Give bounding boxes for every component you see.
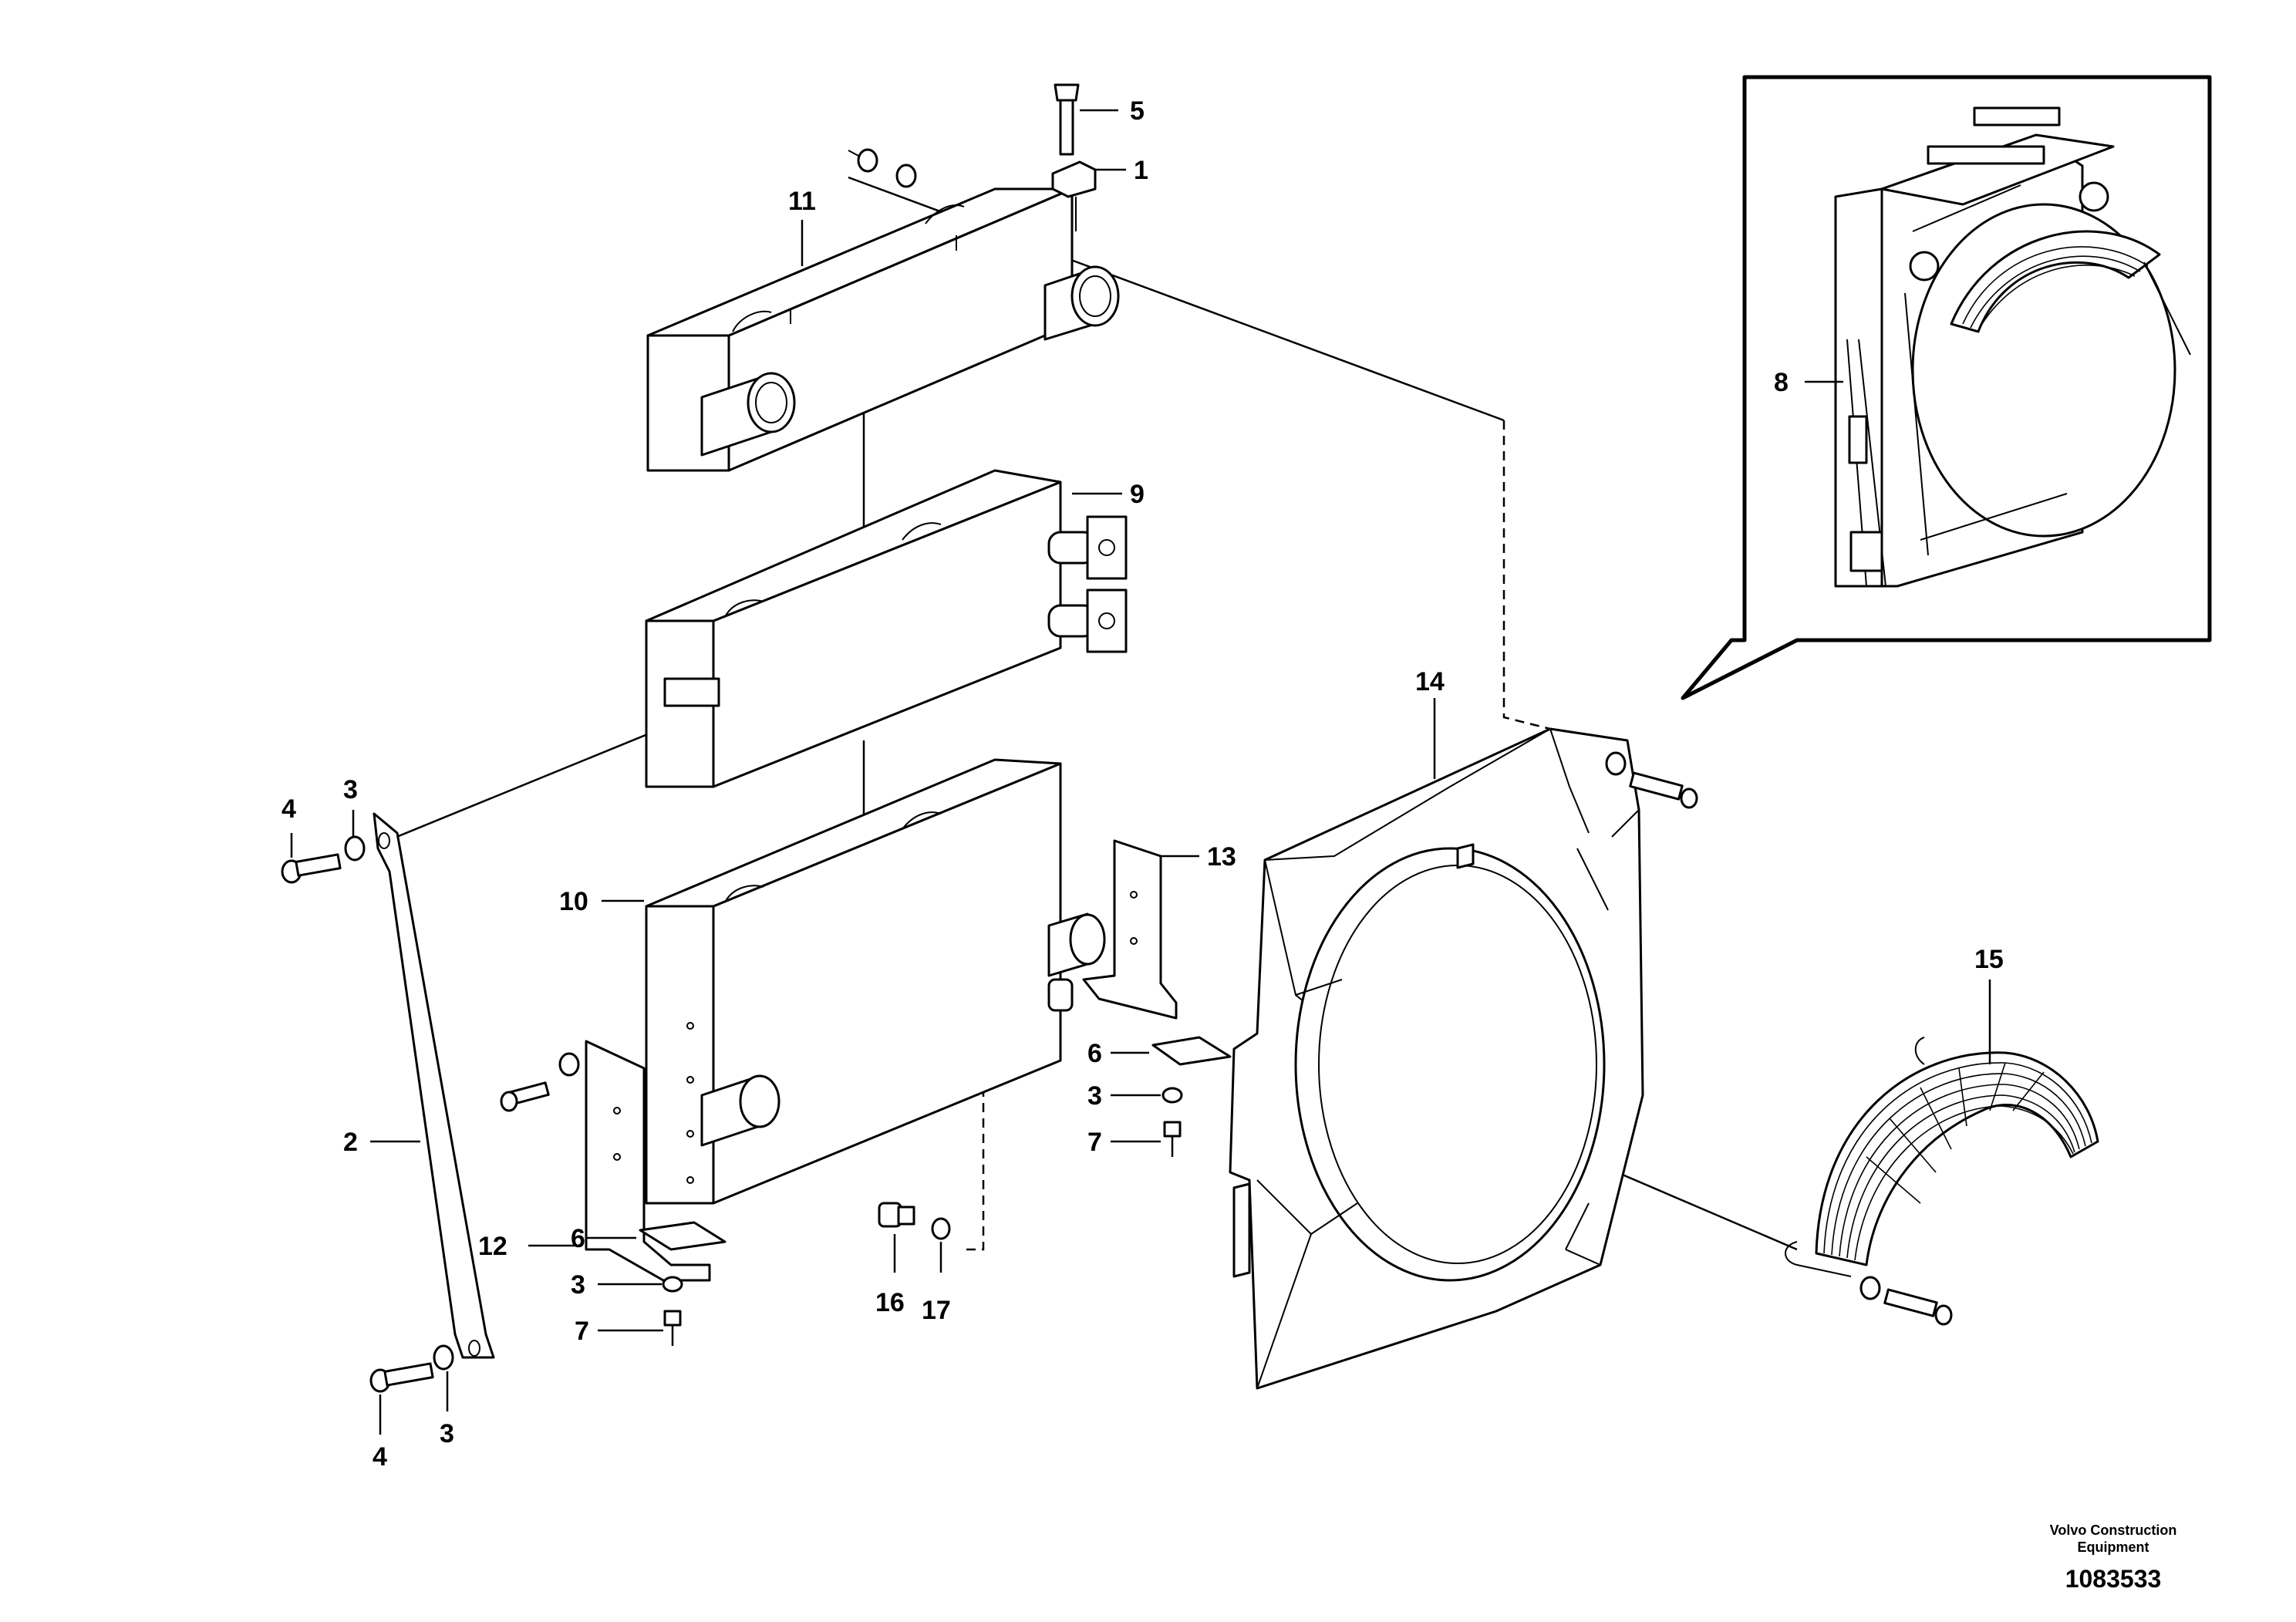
callout-3-upper: 3 [343,775,358,804]
callout-2: 2 [343,1128,358,1157]
shim-6-right [1151,1036,1232,1066]
callout-5: 5 [1130,96,1145,126]
callout-9: 9 [1130,480,1145,509]
washer-3-right [1161,1087,1183,1104]
oil-cooler-port-lower [1047,588,1128,653]
callout-1: 1 [1134,156,1148,185]
bolt-5 [1054,83,1080,156]
washer-3-left [662,1276,683,1293]
callout-3-lower: 3 [440,1419,454,1448]
drain-plug-16 [878,1202,915,1228]
fan-shroud-14 [1229,727,1644,1390]
radiator-pipe-lower [700,1074,781,1147]
bracket-13 [1082,839,1178,1020]
stay-rod-2 [373,812,495,1359]
dashed-reference-line [1502,420,1551,730]
washer-top [848,148,917,188]
callout-12: 12 [478,1232,507,1261]
inset-assembly-view: 8 [1681,75,2212,700]
bolt-washer-shroud-top [1605,751,1698,809]
sensor-1 [1051,160,1097,231]
washer-3-lower [433,1344,454,1371]
footer-brand-line2: Equipment [2078,1539,2149,1555]
drawing-number: 1083533 [2065,1565,2162,1593]
assembly-lines [377,176,1505,846]
washer-3-upper [344,835,366,862]
callout-3-left: 3 [571,1270,585,1300]
inset-radiator-assembly [1834,106,2191,588]
dashed-reference-line-drain [960,841,985,1251]
callout-15: 15 [1974,945,2004,974]
bracket-12 [585,1040,711,1282]
callout-3-right: 3 [1087,1081,1102,1111]
bolt-7-left [663,1310,682,1346]
shim-6-left [639,1221,727,1251]
cooler-pipe-right [1043,265,1120,341]
callout-7-right: 7 [1087,1128,1102,1157]
bolt-4-upper [281,853,342,884]
footer-brand-line1: Volvo Construction [2050,1523,2177,1538]
charge-air-cooler [646,187,1120,472]
bolt-washer-left-bracket [500,1052,580,1112]
oil-cooler [645,469,1128,788]
callout-7-left: 7 [575,1317,589,1346]
fan-guard-15 [1785,1037,2099,1277]
radiator-pipe-side [1047,912,1106,1012]
callout-4-lower: 4 [373,1442,387,1472]
callout-14: 14 [1415,667,1445,696]
bolt-4-lower [369,1362,434,1393]
cooler-pipe-left [700,372,796,457]
callout-4-upper: 4 [282,794,296,824]
oil-cooler-port-upper [1047,515,1128,580]
callout-16: 16 [875,1288,905,1317]
callout-6-right: 6 [1087,1039,1102,1068]
radiator [645,758,1106,1205]
callout-6-left: 6 [571,1224,585,1253]
bolt-7-right [1163,1121,1182,1157]
bolt-washer-guard [1859,1276,1953,1326]
washer-17 [931,1217,951,1240]
callout-8: 8 [1774,368,1789,397]
callout-13: 13 [1207,842,1236,872]
callout-11: 11 [788,187,816,216]
callout-17: 17 [922,1296,951,1325]
callout-10: 10 [559,887,588,916]
